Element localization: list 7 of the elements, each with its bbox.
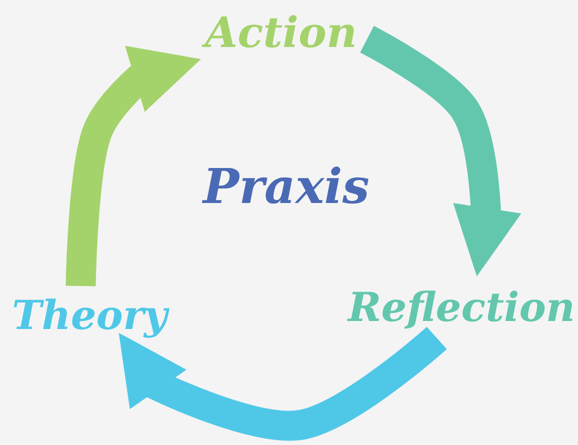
center-label: Praxis (203, 163, 370, 211)
stage-label: Action (195, 2, 368, 64)
stage-label: Theory (2, 286, 178, 346)
curved-arrow (360, 26, 522, 276)
curved-arrow (118, 326, 447, 441)
stage-label: Reflection (338, 278, 578, 338)
curved-arrow (66, 46, 201, 286)
